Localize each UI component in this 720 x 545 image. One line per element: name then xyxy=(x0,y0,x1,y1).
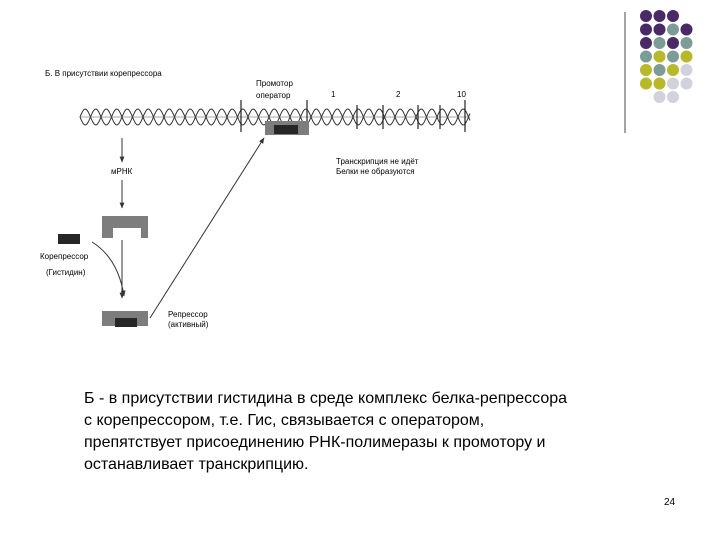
decorative-dot xyxy=(653,50,666,63)
histidine-label: (Гистидин) xyxy=(46,268,86,277)
mrna-label: мРНК xyxy=(111,167,133,176)
operator-bound-repressor xyxy=(265,121,309,135)
repressor-label: Репрессор xyxy=(168,310,208,319)
decorative-dot xyxy=(667,23,679,36)
decorative-dot xyxy=(667,91,679,103)
caption-line-4: останавливает транскрипцию. xyxy=(84,456,309,473)
decorative-dot xyxy=(640,50,652,63)
active-label: (активный) xyxy=(168,320,209,329)
decorative-dot xyxy=(680,77,693,90)
decorative-dot xyxy=(640,64,652,76)
arrow-corepressor-binding xyxy=(91,241,126,297)
decorative-dot xyxy=(667,77,679,90)
decorative-dot xyxy=(653,37,666,49)
decorative-dot xyxy=(680,37,693,49)
corepressor-block xyxy=(58,234,80,244)
promoter-label: Промотор xyxy=(256,79,293,88)
decorative-dot xyxy=(653,77,666,90)
operator-label: оператор xyxy=(256,91,291,100)
figure-title: Б. В присутствии корепрессора xyxy=(45,69,162,78)
decorative-dot xyxy=(653,64,666,76)
arrow-repressor-to-operator xyxy=(149,137,265,319)
decorative-dot xyxy=(653,23,666,36)
decorative-dot xyxy=(667,50,679,63)
caption-line-1: Б - в присутствии гистидина в среде комп… xyxy=(84,390,568,407)
caption: Б - в присутствии гистидина в среде комп… xyxy=(84,388,664,476)
gene-label-10: 10 xyxy=(457,90,466,99)
gene-label-1: 1 xyxy=(331,90,336,99)
decorative-dot xyxy=(653,91,666,103)
active-repressor-complex xyxy=(102,311,148,327)
decorative-dot xyxy=(680,64,693,76)
decorative-dot xyxy=(667,64,679,76)
decorative-dot xyxy=(640,23,652,36)
caption-line-2: с корепрессором, т.е. Гис, связывается с… xyxy=(84,412,485,429)
page-number: 24 xyxy=(664,497,676,508)
decorative-dot-grid xyxy=(640,10,693,103)
decorative-dot xyxy=(667,37,679,49)
decorative-dot xyxy=(667,10,679,22)
decorative-dot xyxy=(640,77,652,90)
caption-line-3: препятствует присоединению РНК-полимераз… xyxy=(84,434,546,451)
decorative-dot xyxy=(680,23,693,36)
dna-strand-2 xyxy=(79,108,471,126)
transcription-status-line-2: Белки не образуются xyxy=(336,167,415,176)
decorative-dot xyxy=(640,10,652,22)
decorative-dot xyxy=(680,50,693,63)
transcription-status-line-1: Транскрипция не идёт xyxy=(336,157,419,166)
corepressor-label: Корепрессор xyxy=(40,252,89,261)
decorative-dot xyxy=(640,37,652,49)
inactive-repressor xyxy=(102,216,148,238)
decorative-dot xyxy=(653,10,666,22)
gene-label-2: 2 xyxy=(396,90,401,99)
